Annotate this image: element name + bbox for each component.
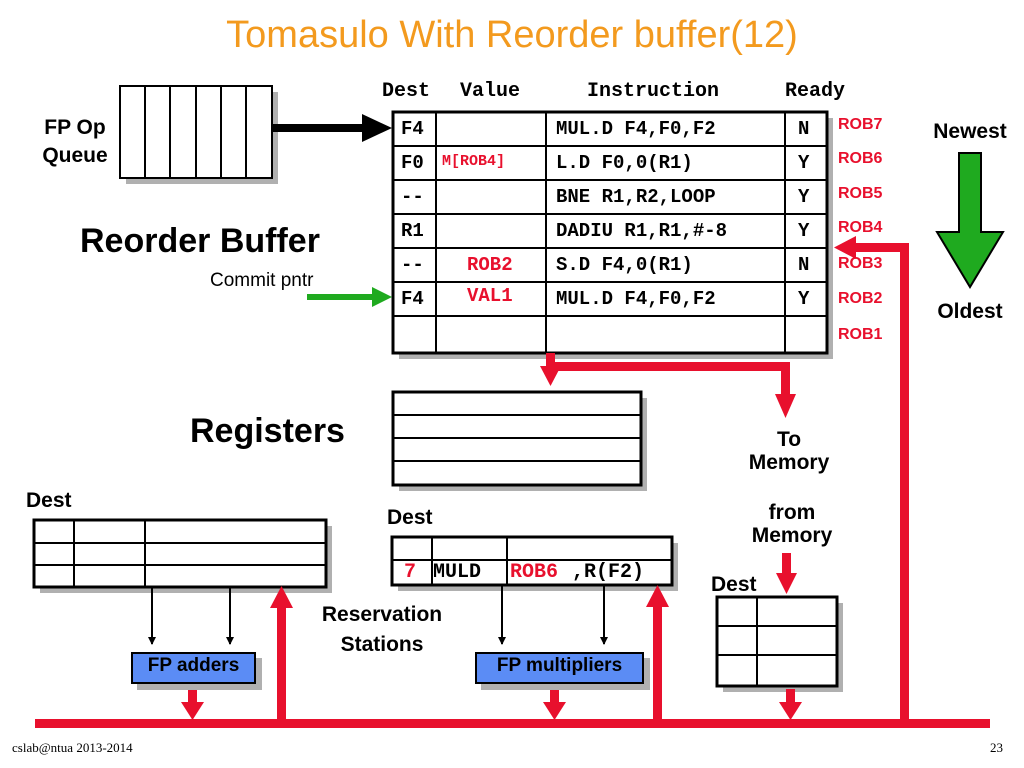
oldest-label: Oldest [937,300,1003,323]
rob-row-2-instruction: L.D F0,0(R1) [556,152,693,174]
rob-row-5-ready: N [798,254,810,276]
footer-credit: cslab@ntua 2013-2014 [12,740,133,755]
rob-header-dest: Dest [382,80,431,103]
memory-dest-label: Dest [711,573,757,596]
commit-pointer-label: Commit pntr [210,270,314,291]
rob-row-3-ready: Y [798,186,810,208]
rob-row-6-ready: Y [798,288,810,310]
rob-row-1-tag: ROB7 [838,116,883,133]
rob-header-instruction: Instruction [587,80,720,103]
from-memory-label: from Memory [733,501,851,547]
fp-multipliers-unit: FP multipliers [475,652,644,684]
rob-row-1-ready: N [798,118,810,140]
rob-row-5-dest: -- [401,254,424,276]
rob-row-6-value: VAL1 [467,285,513,307]
operand-arrows [148,586,608,645]
op-queue-label-line1: FP Op [44,116,106,139]
page-number: 23 [990,740,1003,755]
adders-rs-dest-label: Dest [26,489,72,512]
rob-row-4-tag: ROB4 [838,219,883,236]
rob-row-7-tag: ROB1 [838,326,883,343]
rob-row-1-dest: F4 [401,118,424,140]
memory-buffer-box [715,595,843,692]
rob-row-2-ready: Y [798,152,810,174]
op-queue-box [119,85,278,184]
registers-label: Registers [190,412,345,450]
reservation-stations-line1: Reservation [321,603,443,626]
commit-pointer-arrow [307,287,392,307]
issue-arrow [272,114,392,142]
from-memory-line1: from [768,501,816,524]
mult-rs-box [390,535,678,591]
mult-rs-entry-src1: ROB6 [510,561,559,584]
rob-row-4-ready: Y [798,220,810,242]
rob-row-1-instruction: MUL.D F4,F0,F2 [556,118,716,140]
rob-row-5-value: ROB2 [467,254,513,276]
fp-adders-unit: FP adders [131,652,256,684]
rob-row-4-instruction: DADIU R1,R1,#-8 [556,220,728,242]
rob-row-6-instruction: MUL.D F4,F0,F2 [556,288,716,310]
rob-row-2-tag: ROB6 [838,150,883,167]
registers-box [391,390,647,491]
mult-rs-entry-src2: ,R(F2) [572,561,645,584]
mult-rs-entry-op: MULD [433,561,482,584]
newest-label: Newest [933,120,1007,143]
rob-row-2-dest: F0 [401,152,424,174]
rob-row-3-instruction: BNE R1,R2,LOOP [556,186,716,208]
op-queue-label-line2: Queue [42,144,108,167]
rob-row-5-tag: ROB3 [838,255,883,272]
to-memory-line1: To [776,428,802,451]
rob-row-3-tag: ROB5 [838,185,883,202]
to-memory-label: To Memory [730,428,848,474]
rob-header-ready: Ready [785,80,846,103]
rob-row-6-dest: F4 [401,288,424,310]
mult-rs-entry-tag: 7 [404,561,417,584]
rob-table [391,110,833,359]
mult-rs-dest-label: Dest [387,506,433,529]
rob-header-value: Value [460,80,521,103]
reservation-stations-label: Reservation Stations [296,600,468,660]
rob-row-4-dest: R1 [401,220,424,242]
rob-row-6-tag: ROB2 [838,290,883,307]
rob-row-3-dest: -- [401,186,424,208]
from-memory-line2: Memory [751,524,833,547]
to-memory-line2: Memory [748,451,830,474]
op-queue-label: FP Op Queue [30,114,120,170]
adders-rs-box [32,518,332,593]
slide-title: Tomasulo With Reorder buffer(12) [226,14,798,56]
age-arrow [935,152,1005,289]
common-data-bus [35,236,990,728]
rob-row-2-value: M[ROB4] [442,153,506,170]
reservation-stations-line2: Stations [340,633,424,656]
rob-row-5-instruction: S.D F4,0(R1) [556,254,693,276]
reorder-buffer-label: Reorder Buffer [80,222,320,260]
